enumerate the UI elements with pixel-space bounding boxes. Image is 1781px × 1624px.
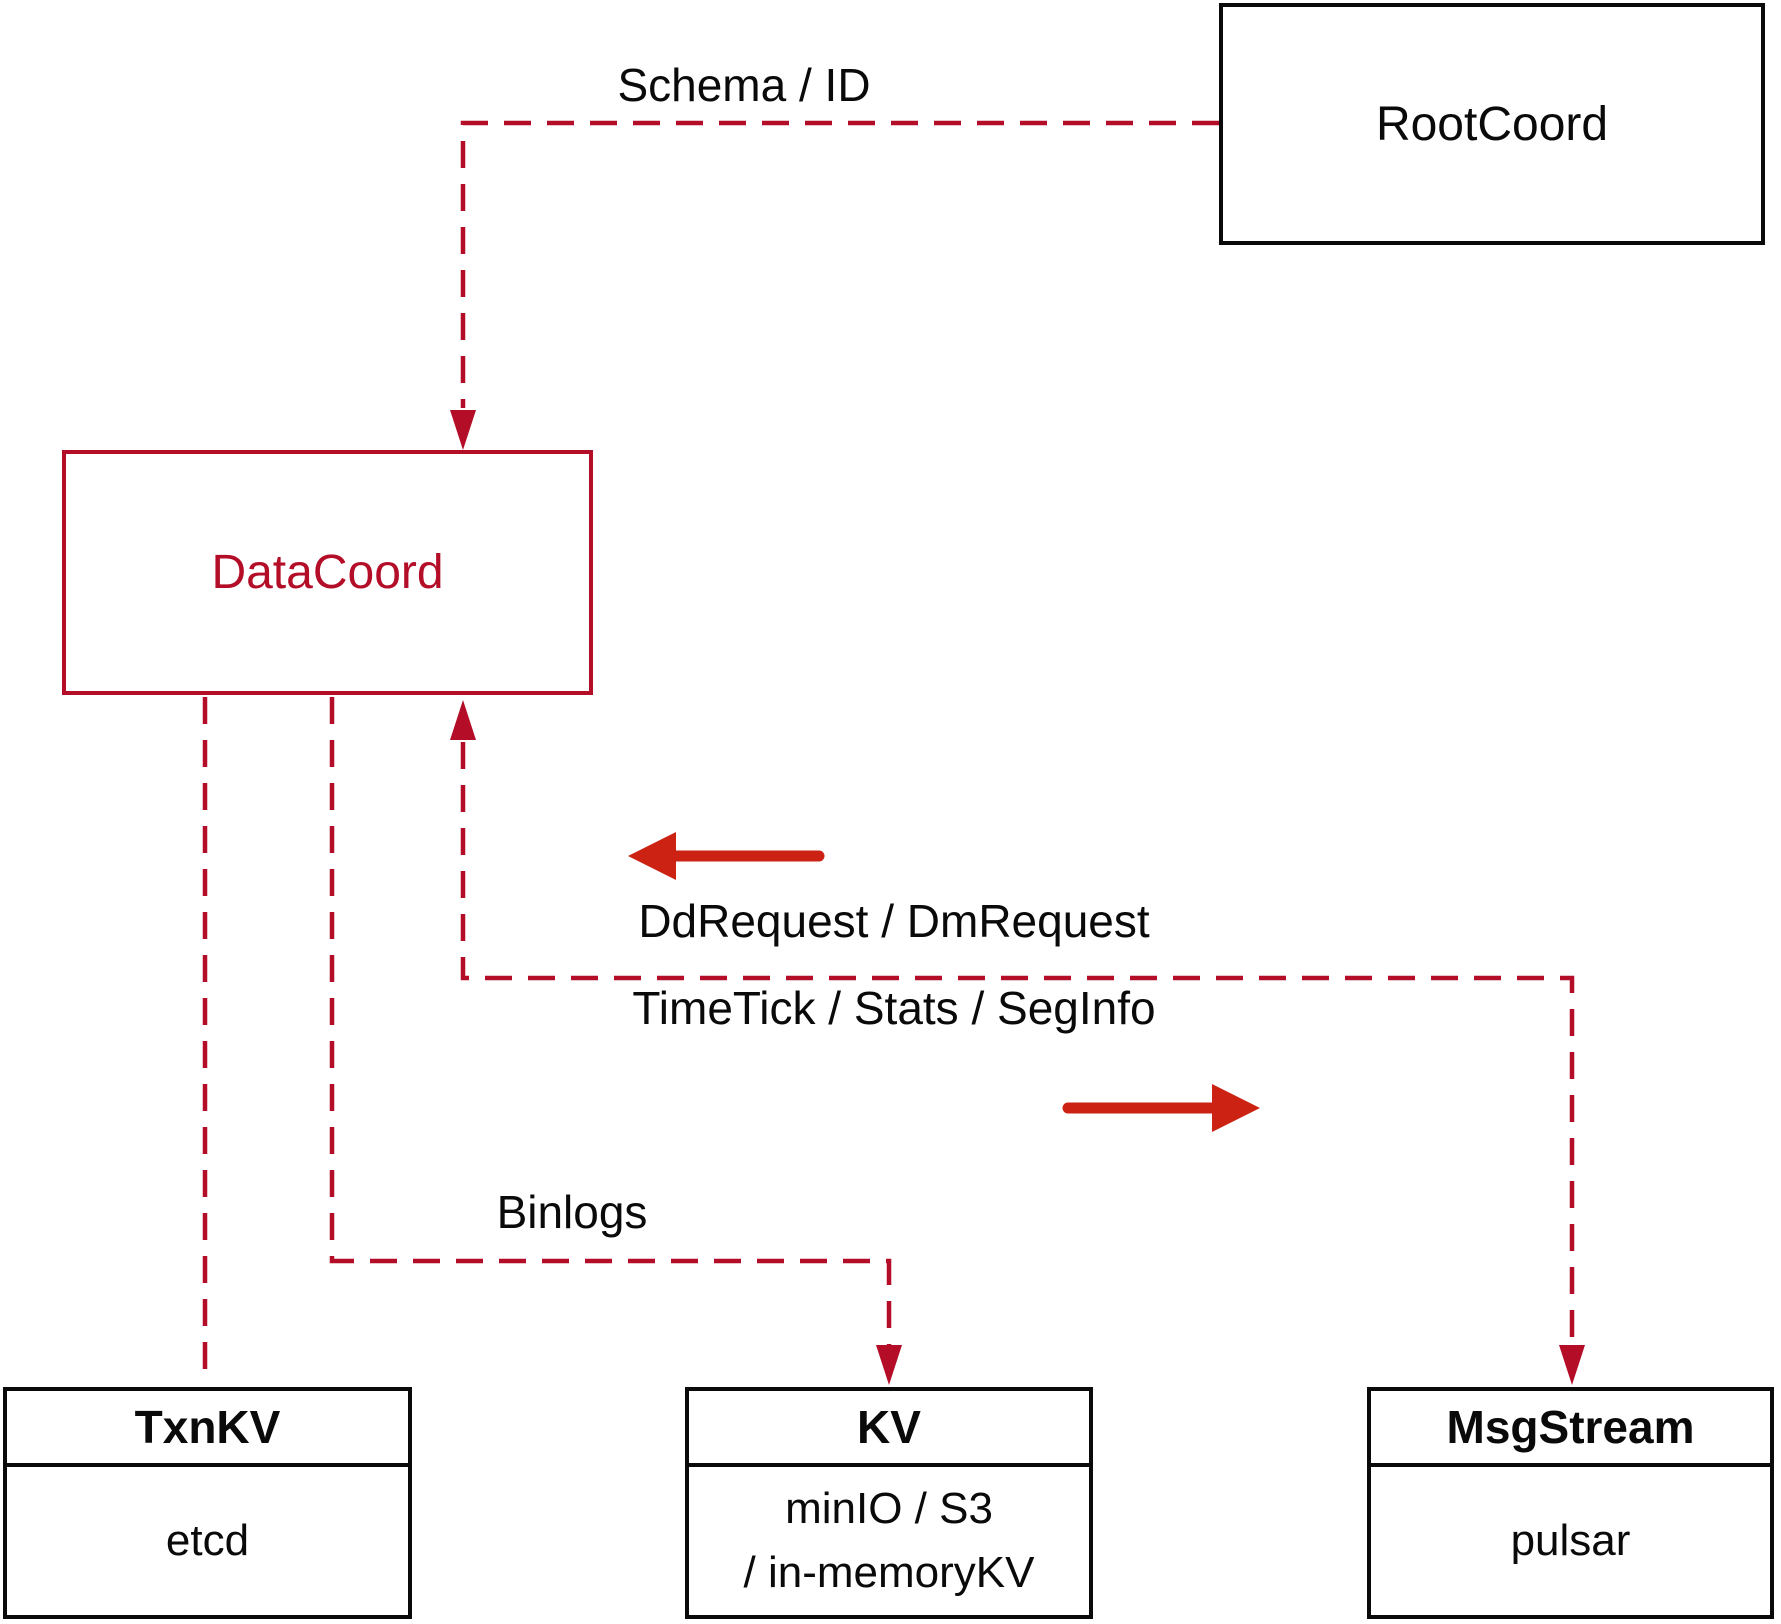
node-txnkv-title: TxnKV (7, 1391, 408, 1467)
edge-label-ddrequest-dmrequest: DdRequest / DmRequest (638, 895, 1150, 947)
node-datacoord-label: DataCoord (211, 546, 444, 599)
edge-msgstream-arrowhead-down (1559, 1345, 1585, 1385)
node-msgstream: MsgStream pulsar (1367, 1387, 1774, 1619)
node-kv-body-line2: / in-memoryKV (743, 1548, 1035, 1597)
node-kv: KV minIO / S3 / in-memoryKV (685, 1387, 1093, 1619)
edge-binlogs-arrowhead-down (876, 1345, 902, 1385)
node-txnkv-body: etcd (165, 1516, 250, 1565)
node-kv-title: KV (689, 1391, 1089, 1467)
node-kv-body-line1: minIO / S3 (785, 1484, 993, 1533)
edge-schema-id-arrowhead-down (450, 410, 476, 450)
edge-label-binlogs: Binlogs (496, 1186, 648, 1238)
node-msgstream-body: pulsar (1510, 1516, 1631, 1565)
edge-schema-id-line (460, 120, 1219, 408)
node-datacoord: DataCoord (62, 450, 593, 695)
edge-label-timetick-stats-seginfo: TimeTick / Stats / SegInfo (632, 982, 1156, 1034)
direction-arrow-right-head (1212, 1084, 1260, 1132)
edge-ddrequest-arrowhead-up (450, 700, 476, 740)
node-txnkv: TxnKV etcd (3, 1387, 412, 1619)
node-rootcoord-label: RootCoord (1375, 97, 1609, 151)
edge-binlogs-line (329, 697, 892, 1345)
node-msgstream-title: MsgStream (1371, 1391, 1770, 1467)
direction-arrow-left-head (628, 832, 676, 880)
node-rootcoord: RootCoord (1219, 3, 1765, 245)
edge-ddrequest-line (460, 742, 1575, 1345)
edge-label-schema-id: Schema / ID (617, 59, 871, 111)
